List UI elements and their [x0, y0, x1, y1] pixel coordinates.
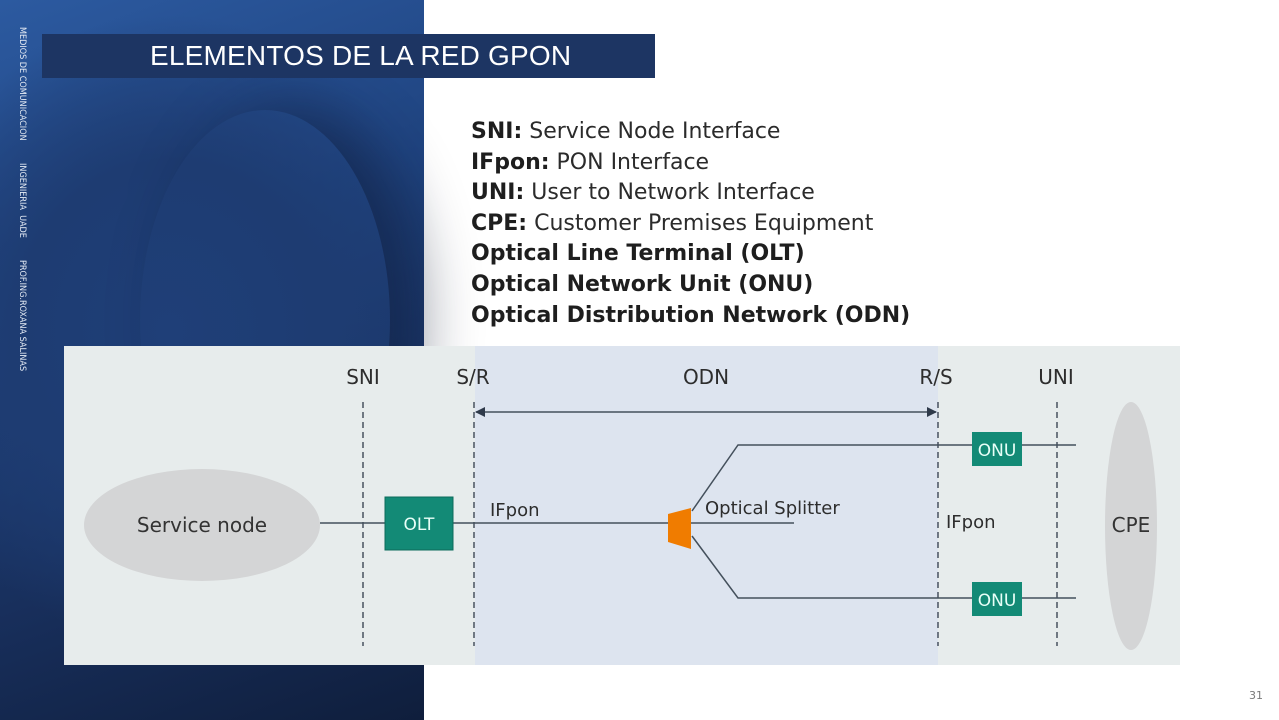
- olt-label: OLT: [404, 515, 436, 535]
- definition-text: User to Network Interface: [524, 180, 815, 206]
- splitter-label: Optical Splitter: [705, 498, 840, 519]
- label-rs: R/S: [919, 365, 952, 389]
- definitions-list: SNI: Service Node Interface IFpon: PON I…: [471, 117, 910, 331]
- optical-splitter-icon: [668, 508, 691, 549]
- definition-term: SNI:: [471, 119, 523, 144]
- odn-zone: [475, 346, 938, 665]
- cpe-label: CPE: [1112, 513, 1151, 537]
- branch-top: [691, 444, 1076, 512]
- definition-term: UNI:: [471, 180, 525, 206]
- onu-top-label: ONU: [978, 441, 1017, 461]
- olt-box: [384, 496, 454, 551]
- onu-bottom-box: [972, 582, 1022, 616]
- definition-olt: Optical Line Terminal (OLT): [471, 239, 910, 270]
- definition-term: IFpon:: [471, 149, 550, 175]
- definition-uni: UNI: User to Network Interface: [471, 178, 910, 209]
- label-sni: SNI: [346, 365, 380, 389]
- label-odn: ODN: [683, 365, 729, 389]
- definition-cpe: CPE: Customer Premises Equipment: [471, 209, 910, 240]
- branch-bottom: [691, 535, 1076, 599]
- definition-term: Optical Distribution Network (ODN): [471, 302, 911, 328]
- definition-ifpon: IFpon: PON Interface: [471, 148, 910, 179]
- ifpon-right-label: IFpon: [946, 512, 996, 533]
- gpon-diagram: SNI S/R ODN R/S UNI Service node OLT IFp…: [64, 346, 1180, 665]
- service-node-label: Service node: [137, 513, 267, 537]
- title-bar: ELEMENTOS DE LA RED GPON: [42, 34, 655, 78]
- definition-onu: Optical Network Unit (ONU): [471, 270, 910, 301]
- definition-term: CPE:: [471, 210, 528, 236]
- slide-title: ELEMENTOS DE LA RED GPON: [150, 40, 572, 71]
- definition-term: Optical Network Unit (ONU): [471, 271, 814, 297]
- definition-term: Optical Line Terminal (OLT): [471, 241, 805, 267]
- course-label: MEDIOS DE COMUNICACION: [17, 27, 27, 141]
- definition-text: PON Interface: [549, 149, 710, 175]
- service-node-ellipse: [84, 469, 320, 581]
- professor-label: PROF.ING.ROXANA SALINAS: [17, 259, 27, 371]
- label-sr: S/R: [456, 365, 489, 389]
- definition-text: Customer Premises Equipment: [527, 210, 874, 236]
- onu-top-box: [972, 432, 1022, 466]
- ifpon-left-label: IFpon: [490, 500, 540, 521]
- definition-sni: SNI: Service Node Interface: [471, 117, 910, 148]
- page-number: 31: [1249, 689, 1263, 702]
- definition-text: Service Node Interface: [522, 119, 781, 144]
- onu-bottom-label: ONU: [978, 591, 1017, 611]
- school-label: INGENIERIA UADE: [17, 162, 27, 238]
- sidebar-footer-text: MEDIOS DE COMUNICACION INGENIERIA UADE PRO…: [17, 22, 37, 371]
- label-uni: UNI: [1038, 365, 1074, 389]
- cpe-ellipse: [1105, 402, 1157, 650]
- definition-odn: Optical Distribution Network (ODN): [471, 301, 910, 332]
